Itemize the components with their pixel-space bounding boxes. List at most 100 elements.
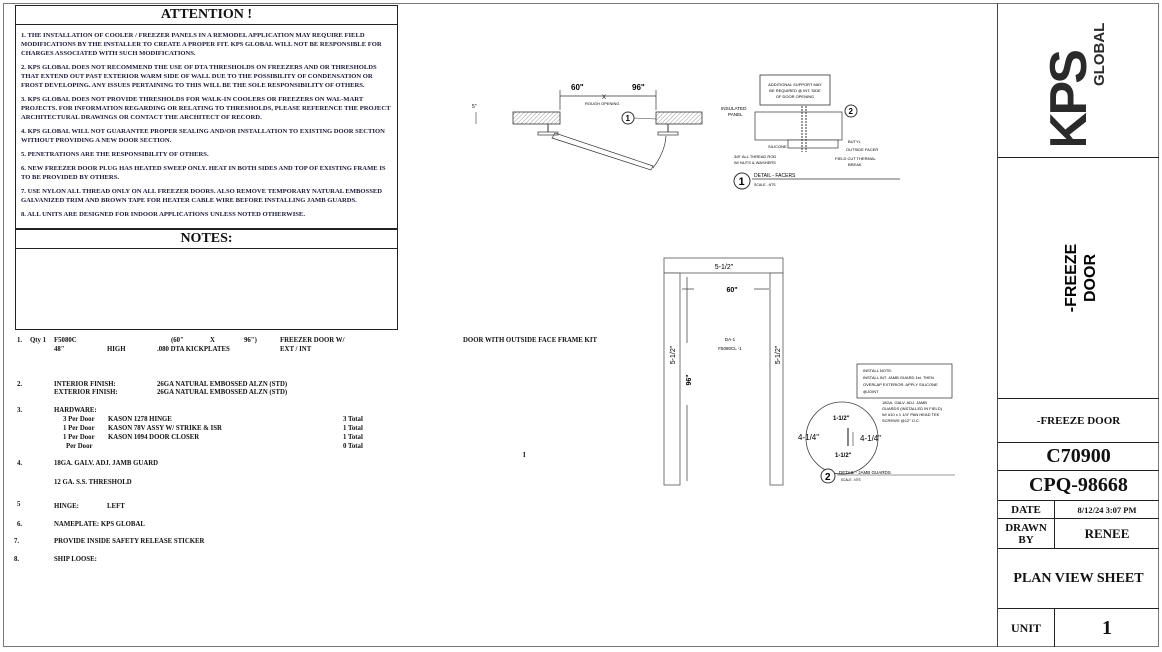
dim-x: X — [602, 95, 606, 101]
dim-width: 60" — [726, 287, 737, 294]
rod-label: 3/8" ALL THREAD ROD — [734, 154, 776, 159]
dim: 1-1/2" — [833, 416, 850, 422]
title-block: KPS GLOBAL -FREEZE DOOR -FREEZE DOOR C70… — [997, 3, 1160, 647]
rough-opening-label: ROUGH OPENING — [585, 101, 619, 106]
item-kickplates: .080 DTA KICKPLATES — [157, 346, 230, 353]
item-qty: Qty 1 — [30, 337, 47, 344]
install-note: @JOINT — [863, 389, 879, 394]
item-number: 8. — [14, 556, 20, 563]
hardware-name: KASON 1094 DOOR CLOSER — [108, 434, 200, 441]
item-kick-height: 48" — [54, 346, 65, 353]
elevation-marker: I — [523, 452, 526, 459]
interior-finish-value: 26GA NATURAL EMBOSSED ALZN (STD) — [157, 381, 288, 388]
hardware-per: 1 Per Door — [63, 425, 95, 432]
detail-facers: ADDITIONAL SUPPORT MAY BE REQUIRED @ INT… — [721, 74, 900, 190]
attention-note: 7. USE NYLON ALL THREAD ONLY ON ALL FREE… — [21, 188, 383, 204]
support-note: ADDITIONAL SUPPORT MAY — [768, 82, 822, 87]
detail-number: 2 — [825, 472, 831, 483]
door-elevation: 5-1/2" 60" 96" 5-1/2" 5-1/2" DA-1 F5080C… — [663, 257, 784, 486]
attention-box: ATTENTION ! 1. THE INSTALLATION OF COOLE… — [15, 5, 398, 229]
dim: 4-1/4" — [860, 434, 881, 443]
notes-title: NOTES: — [16, 230, 397, 249]
item-number: 1. — [17, 337, 23, 344]
attention-notes: 1. THE INSTALLATION OF COOLER / FREEZER … — [16, 25, 397, 219]
unit-value: 1 — [1055, 608, 1159, 647]
svg-text:GLOBAL: GLOBAL — [1091, 23, 1108, 86]
product-name: -FREEZE DOOR — [998, 398, 1159, 442]
wall-left — [512, 111, 561, 125]
vertical-title-line: DOOR — [1082, 254, 1099, 302]
detail-scale: SCALE - NTS — [754, 183, 776, 187]
thermal-label: FIELD CUT THERMAL — [835, 156, 877, 161]
door-leaf — [551, 132, 654, 171]
vertical-title-cell: -FREEZE DOOR — [998, 157, 1159, 398]
support-note: BE REQUIRED @ INT. SIDE — [769, 88, 821, 93]
exterior-finish-label: EXTERIOR FINISH: — [54, 389, 118, 396]
dim-width: 60" — [571, 83, 584, 92]
item-desc: FREEZER DOOR W/ — [280, 337, 345, 344]
interior-finish-label: INTERIOR FINISH: — [54, 381, 116, 388]
attention-note: 1. THE INSTALLATION OF COOLER / FREEZER … — [21, 32, 382, 57]
item-height: 96") — [244, 337, 257, 344]
wall-thickness: 5" — [472, 104, 477, 110]
wall-right — [655, 111, 703, 125]
safety-sticker: PROVIDE INSIDE SAFETY RELEASE STICKER — [54, 538, 205, 545]
guard-note: W/ #10 x 1 1/4" PAN HEAD TEK — [882, 412, 940, 417]
item-number: 5 — [17, 501, 21, 508]
butyl-label: OUTSIDE FACER — [846, 147, 878, 152]
hardware-total: 1 Total — [343, 425, 363, 432]
elevation-caption: DOOR WITH OUTSIDE FACE FRAME KIT — [463, 337, 598, 344]
rod-label: W/ NUTS & WASHERS — [734, 160, 776, 165]
jamb-guard: 18GA. GALV. ADJ. JAMB GUARD — [54, 460, 159, 467]
dim-top: 5-1/2" — [715, 264, 734, 271]
dim-right: 5-1/2" — [775, 345, 782, 364]
door-tag: DA-1 — [725, 337, 736, 342]
item-width: (60" — [171, 337, 184, 344]
dim-height: 96" — [686, 374, 693, 385]
item-model: F5080C — [54, 337, 77, 344]
install-note: INSTALL NOTE: — [863, 368, 892, 373]
panel-label: INSULATED — [721, 106, 747, 111]
thermal-label: BREAK — [848, 162, 862, 167]
item-number: 6. — [17, 521, 23, 528]
ship-loose: SHIP LOOSE: — [54, 556, 97, 563]
notes-box: NOTES: — [15, 229, 398, 330]
vertical-title-line: -FREEZE — [1063, 243, 1080, 312]
attention-note: 2. KPS GLOBAL DOES NOT RECOMMEND THE USE… — [21, 64, 377, 89]
hardware-per: Per Door — [66, 443, 93, 450]
attention-note: 3. KPS GLOBAL DOES NOT PROVIDE THRESHOLD… — [21, 96, 391, 121]
drawn-by-value: RENEE — [1055, 518, 1159, 548]
attention-note: 8. ALL UNITS ARE DESIGNED FOR INDOOR APP… — [21, 211, 305, 218]
install-note: INSTALL INT. JAMB GUARD 1st. THEN — [863, 375, 934, 380]
silicone-label: SILICONE — [768, 144, 787, 149]
nameplate: NAMEPLATE: KPS GLOBAL — [54, 521, 145, 528]
hardware-label: HARDWARE: — [54, 407, 97, 414]
unit-label: UNIT — [998, 608, 1055, 647]
sheet-name: PLAN VIEW SHEET — [998, 548, 1159, 608]
detail-title: DETAIL - JAMB GUARDS — [839, 470, 891, 475]
dim: 4-1/4" — [798, 433, 819, 442]
logo-cell: KPS GLOBAL — [998, 3, 1159, 157]
guard-note: 18GA. GALV. ADJ. JAMB — [882, 400, 927, 405]
callout-number: 1 — [626, 114, 631, 123]
hinge-value: LEFT — [107, 503, 125, 510]
hinge-label: HINGE: — [54, 503, 79, 510]
drawn-by-label: DRAWN BY — [998, 518, 1055, 548]
detail-jamb-guards: INSTALL NOTE: INSTALL INT. JAMB GUARD 1s… — [798, 363, 955, 484]
plan-view-drawing: 60" 96" X ROUGH OPENING 5" 1 — [472, 83, 703, 171]
svg-text:KPS: KPS — [1040, 51, 1098, 145]
attention-note: 6. NEW FREEZER DOOR PLUG HAS HEATED SWEE… — [21, 165, 386, 181]
detail-number: 1 — [739, 176, 745, 188]
guard-note: GUARDS (INSTALLED IN FIELD) — [882, 406, 943, 411]
attention-title: ATTENTION ! — [16, 6, 397, 25]
item-high: HIGH — [107, 346, 126, 353]
install-note: OVERLAP EXTERIOR. APPLY SILICONE — [863, 382, 938, 387]
door-model-tag: F5080CL -1 — [718, 346, 742, 351]
hardware-name: KASON 78V ASSY W/ STRIKE & ISR — [108, 425, 222, 432]
vertical-title: -FREEZE DOOR — [1063, 243, 1099, 312]
kps-global-logo: KPS GLOBAL — [1040, 23, 1108, 145]
detail-title: DETAIL - FACERS — [754, 173, 796, 179]
job-number: C70900 — [998, 442, 1159, 470]
exterior-finish-value: 26GA NATURAL EMBOSSED ALZN (STD) — [157, 389, 288, 396]
item-number: 4. — [17, 460, 23, 467]
